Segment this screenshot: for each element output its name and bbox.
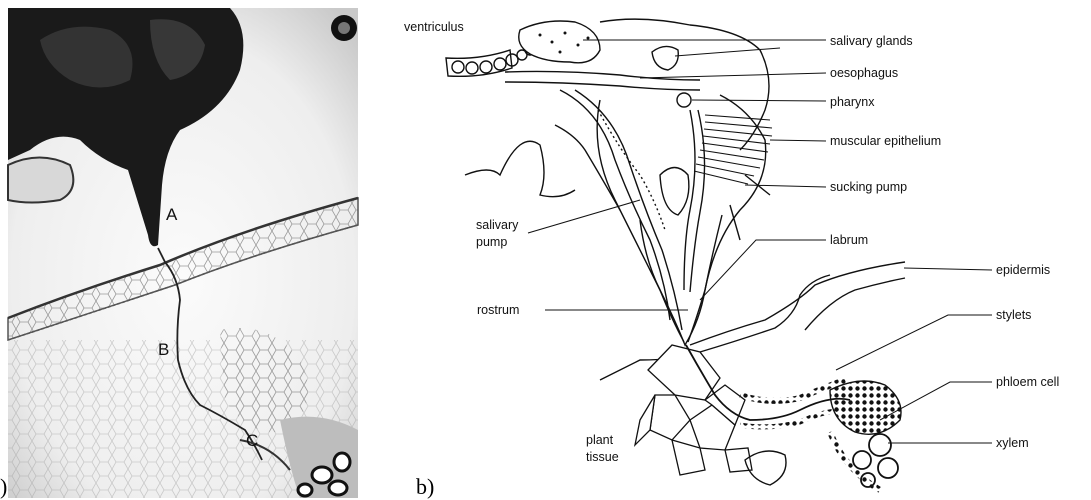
salivary-gland-large — [519, 21, 600, 63]
label-phloem-cell: phloem cell — [996, 375, 1059, 389]
rostrum-outline — [640, 220, 684, 342]
panel-a-photomicrograph: A B C ) — [0, 8, 358, 499]
label-pharynx: pharynx — [830, 95, 875, 109]
panel-b-diagram — [446, 19, 992, 490]
muscle-striations — [694, 115, 772, 184]
label-plant-tissue-line1: plant — [586, 433, 614, 447]
label-epidermis: epidermis — [996, 263, 1050, 277]
leader-lines — [528, 40, 992, 443]
label-xylem: xylem — [996, 436, 1029, 450]
photo-label-c: C — [246, 431, 258, 450]
label-ventriculus: ventriculus — [404, 20, 464, 34]
label-rostrum: rostrum — [477, 303, 519, 317]
photo-label-b: B — [158, 340, 169, 359]
salivary-pump-bulb — [660, 168, 689, 216]
plant-tissue-cells — [635, 345, 752, 475]
photo-label-a: A — [166, 205, 178, 224]
label-sucking-pump: sucking pump — [830, 180, 907, 194]
label-oesophagus: oesophagus — [830, 66, 898, 80]
label-plant-tissue-line2: tissue — [586, 450, 619, 464]
label-stylets: stylets — [996, 308, 1031, 322]
aphid-leg-segment — [8, 158, 73, 203]
panel-a-label: ) — [0, 474, 7, 499]
phloem-cell — [830, 381, 901, 434]
salivary-gland-small — [652, 46, 678, 70]
label-salivary-pump-line1: salivary — [476, 218, 519, 232]
pharynx-ring — [677, 93, 691, 107]
label-muscular-epithelium: muscular epithelium — [830, 134, 941, 148]
label-labrum: labrum — [830, 233, 868, 247]
label-salivary-glands: salivary glands — [830, 34, 913, 48]
label-salivary-pump-line2: pump — [476, 235, 507, 249]
panel-b-label: b) — [416, 474, 434, 499]
